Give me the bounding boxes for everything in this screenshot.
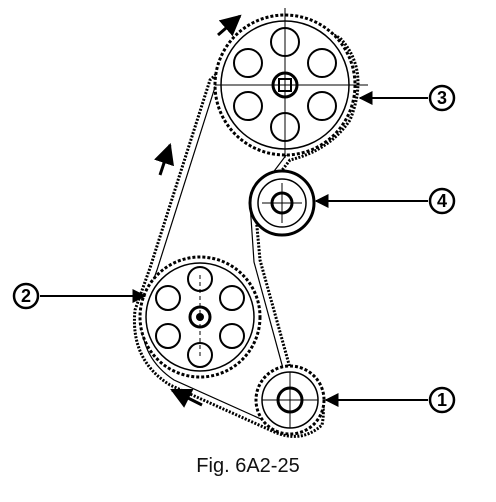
callout-3: 3 [428,84,456,112]
svg-text:3: 3 [437,88,447,108]
rotation-arrow-top [217,14,242,37]
callout-2: 2 [12,282,40,310]
crankshaft-pulley [254,364,326,436]
svg-text:2: 2 [21,286,31,306]
intermediate-pulley-holes [155,266,245,368]
rotation-arrow-bottom [170,388,203,408]
tensioner-pulley [248,169,316,237]
callout-4: 4 [428,187,456,215]
figure-caption: Fig. 6A2-25 [196,455,300,477]
svg-text:1: 1 [437,390,447,410]
rotation-arrow-left [154,143,174,176]
rotation-arrows [154,14,242,408]
callout-1: 1 [428,386,456,414]
callouts: 3 4 2 1 [12,84,456,414]
leader-lines [40,91,428,407]
camshaft-pulley [213,8,368,158]
intermediate-pulley [138,255,262,379]
svg-text:4: 4 [437,191,447,211]
